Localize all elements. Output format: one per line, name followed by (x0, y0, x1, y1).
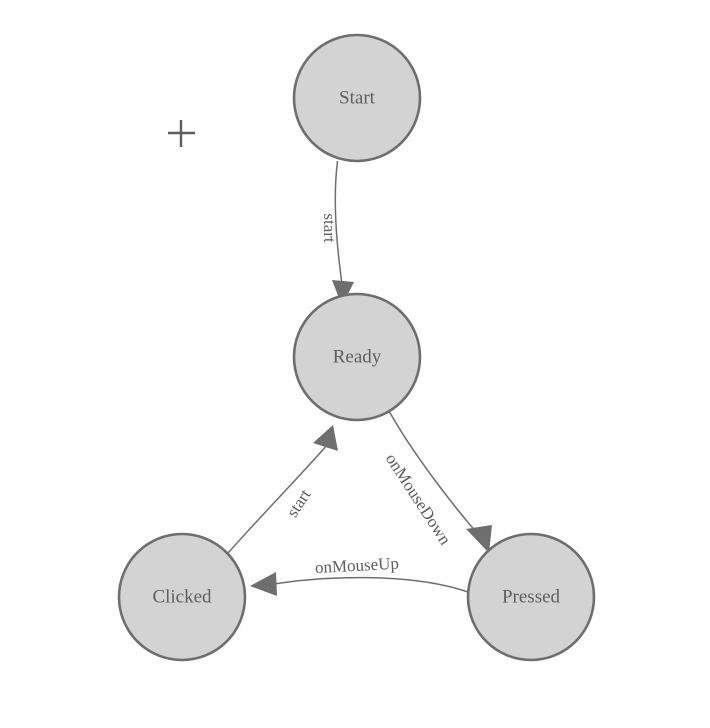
edge-ready-to-pressed[interactable]: onMouseDown (382, 410, 492, 553)
node-clicked-circle[interactable] (117, 532, 247, 662)
edge-start-to-ready[interactable]: start (320, 160, 354, 306)
node-ready[interactable]: Ready (292, 292, 422, 422)
edge-start-to-ready-arrowhead (332, 280, 354, 306)
node-pressed-label: Pressed (502, 586, 561, 607)
node-clicked[interactable]: Clicked (117, 532, 247, 662)
edge-clicked-to-ready[interactable]: start (227, 425, 338, 554)
edge-label-pressed-to-clicked: onMouseUp (314, 554, 399, 577)
node-start-circle[interactable] (292, 33, 422, 163)
node-clicked-label: Clicked (152, 586, 212, 607)
node-ready-circle[interactable] (292, 292, 422, 422)
crosshair-marker[interactable] (168, 120, 195, 147)
edge-clicked-to-ready-path (227, 443, 329, 554)
node-pressed[interactable]: Pressed (466, 532, 596, 662)
edge-pressed-to-clicked-arrowhead (250, 572, 277, 596)
edge-ready-to-pressed-arrowhead (466, 525, 492, 553)
edge-pressed-to-clicked[interactable]: onMouseUp (250, 554, 469, 596)
edge-label-start-to-ready: start (320, 213, 339, 243)
node-start-label: Start (339, 87, 376, 108)
edge-pressed-to-clicked-path (267, 576, 469, 593)
edge-label-clicked-to-ready: start (283, 485, 315, 520)
node-ready-label: Ready (333, 346, 382, 367)
edge-ready-to-pressed-path (388, 410, 485, 542)
node-pressed-circle[interactable] (466, 532, 596, 662)
edge-start-to-ready-path (334, 160, 344, 289)
edge-clicked-to-ready-arrowhead (313, 425, 338, 451)
edge-label-ready-to-pressed: onMouseDown (382, 450, 455, 549)
node-start[interactable]: Start (292, 33, 422, 163)
